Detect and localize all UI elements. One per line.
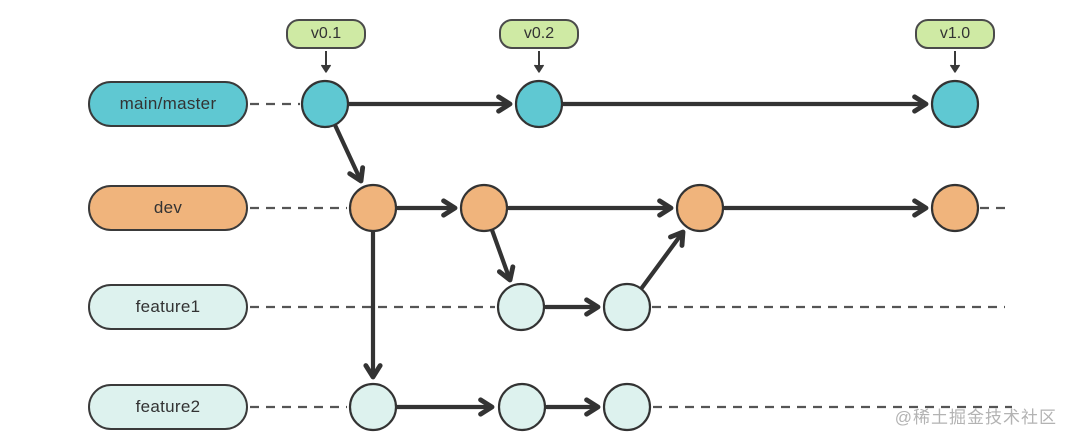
dev2-to-feature1-branch-edge	[489, 227, 516, 283]
commit-node-feature2-2	[497, 382, 547, 432]
commit-node-main-1	[300, 79, 350, 129]
commit-node-feature1-1	[496, 282, 546, 332]
commit-node-feature1-2	[602, 282, 652, 332]
version-tag-v0.2: v0.2	[499, 19, 579, 49]
branch-label-feature1: feature1	[88, 284, 248, 330]
branch-label-dev: dev	[88, 185, 248, 231]
commit-node-feature2-1	[348, 382, 398, 432]
branch-label-feature2: feature2	[88, 384, 248, 430]
commit-nodes-layer	[300, 79, 980, 432]
feature1-to-dev3-merge-edge	[638, 229, 686, 292]
version-tag-v1.0: v1.0	[915, 19, 995, 49]
edges-layer	[250, 51, 1012, 417]
branch-label-main: main/master	[88, 81, 248, 127]
main1-to-dev1-branch-edge	[332, 122, 366, 184]
commit-node-main-3	[930, 79, 980, 129]
commit-node-main-2	[514, 79, 564, 129]
commit-node-dev-3	[675, 183, 725, 233]
commit-node-dev-1	[348, 183, 398, 233]
commit-node-dev-4	[930, 183, 980, 233]
commit-node-feature2-3	[602, 382, 652, 432]
commit-node-dev-2	[459, 183, 509, 233]
watermark-text: @稀土掘金技术社区	[894, 408, 1057, 427]
version-tag-v0.1: v0.1	[286, 19, 366, 49]
